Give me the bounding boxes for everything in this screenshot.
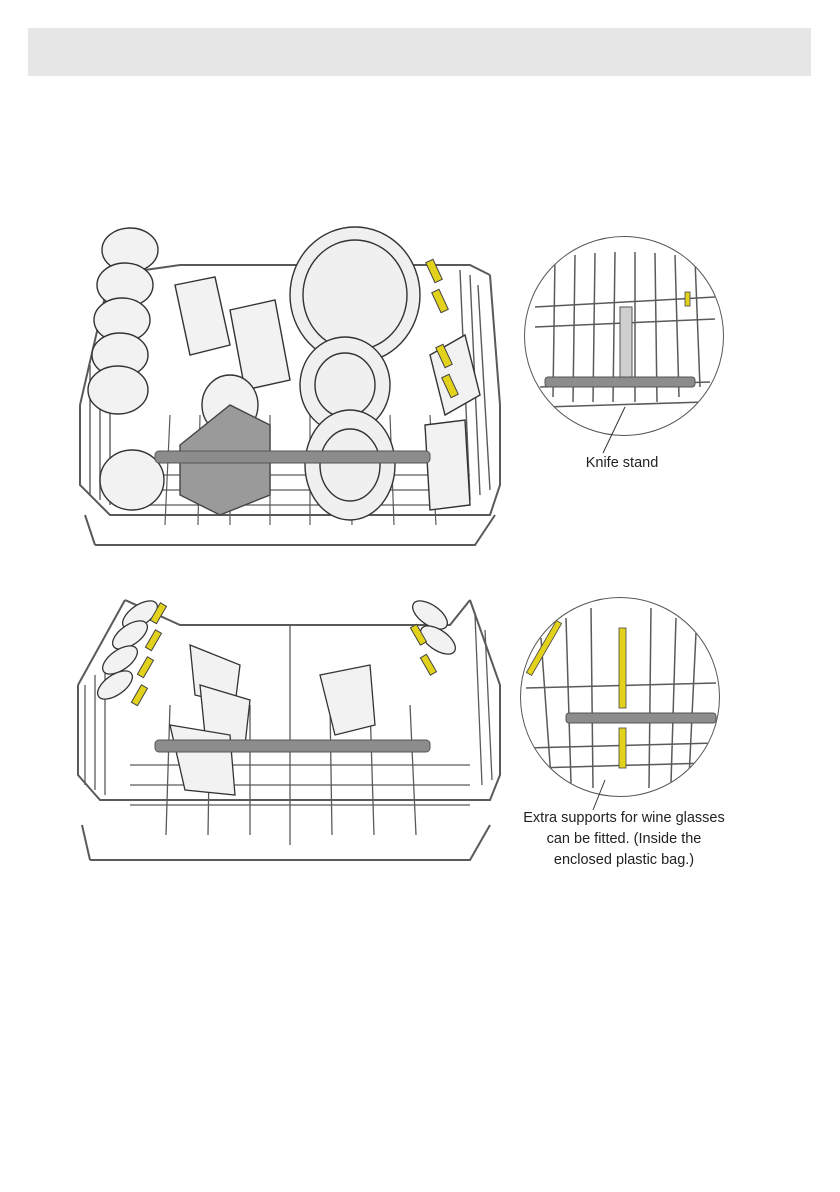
upper-rack-wine-glasses-illustration bbox=[70, 585, 510, 870]
header-bar bbox=[28, 28, 811, 76]
wine-support-caption-line2: can be fitted. (Inside the bbox=[505, 829, 743, 850]
wine-support-caption: Extra supports for wine glasses can be f… bbox=[505, 808, 743, 871]
wine-support-caption-line1: Extra supports for wine glasses bbox=[505, 808, 743, 829]
upper-rack-loaded-illustration bbox=[70, 215, 510, 565]
knife-stand-pointer-line bbox=[595, 405, 635, 455]
wine-support-caption-line3: enclosed plastic bag.) bbox=[505, 850, 743, 871]
wine-support-detail-circle bbox=[520, 597, 720, 797]
knife-stand-caption: Knife stand bbox=[562, 453, 682, 474]
wine-support-detail-illustration bbox=[521, 598, 719, 796]
